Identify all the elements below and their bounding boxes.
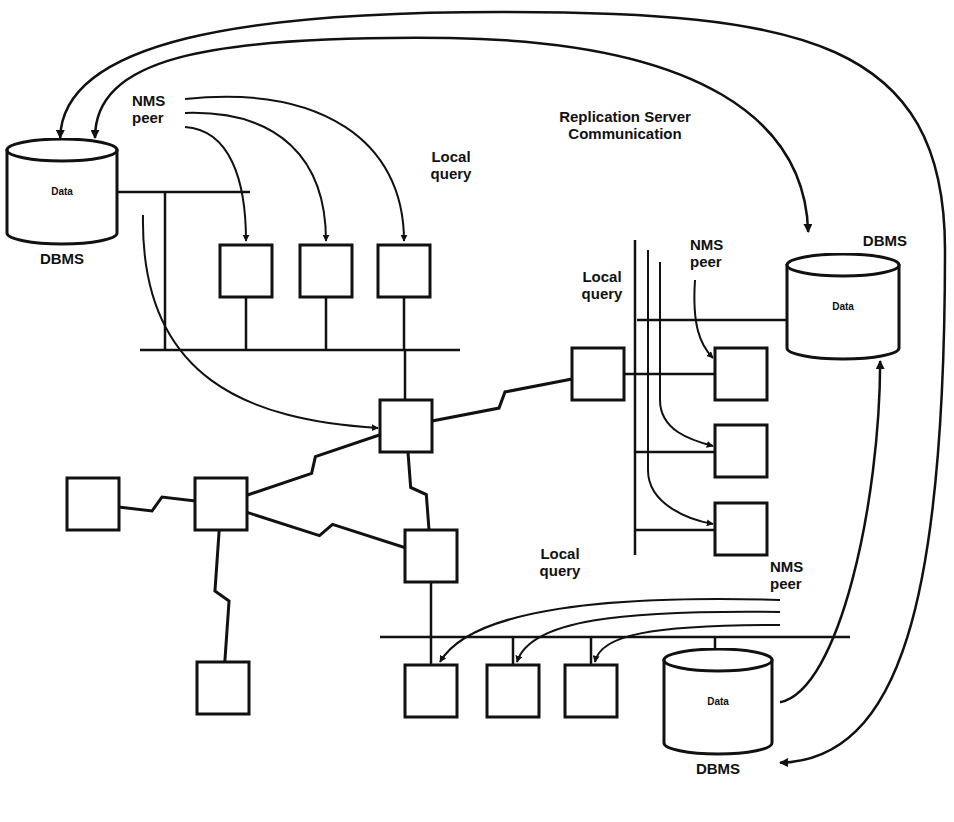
- database-cylinder: DataDBMS: [662, 648, 780, 777]
- wan-link: [221, 504, 431, 556]
- annotation-label: NMS peer: [132, 92, 192, 126]
- replication-arrow: [95, 38, 808, 232]
- query-arrows: [143, 97, 780, 662]
- dbms-caption: DBMS: [40, 250, 84, 267]
- dbms-caption: DBMS: [696, 760, 740, 777]
- cylinder-label: Data: [785, 301, 901, 312]
- annotation-label: Local query: [572, 268, 632, 302]
- lan-wires: [118, 192, 850, 665]
- wan-link: [406, 374, 598, 426]
- annotation-label: NMS peer: [770, 558, 830, 592]
- database-cylinder: Data DBMS: [785, 232, 907, 361]
- replication-arrow: [780, 361, 880, 702]
- wan-link: [221, 426, 406, 504]
- annotation-label: NMS peer: [690, 236, 745, 270]
- cylinder-label: Data: [662, 696, 774, 707]
- replication-arrow: [60, 12, 945, 763]
- annotation-label: Local query: [525, 545, 595, 579]
- annotation-label: Replication Server Communication: [540, 108, 710, 142]
- network-nodes: [67, 245, 767, 717]
- wan-links: [93, 374, 598, 688]
- cylinder-label: Data: [5, 186, 119, 197]
- database-cylinder: DataDBMS: [5, 138, 125, 267]
- wan-link: [215, 504, 229, 688]
- annotation-label: Local query: [416, 148, 486, 182]
- dbms-caption: DBMS: [863, 232, 907, 249]
